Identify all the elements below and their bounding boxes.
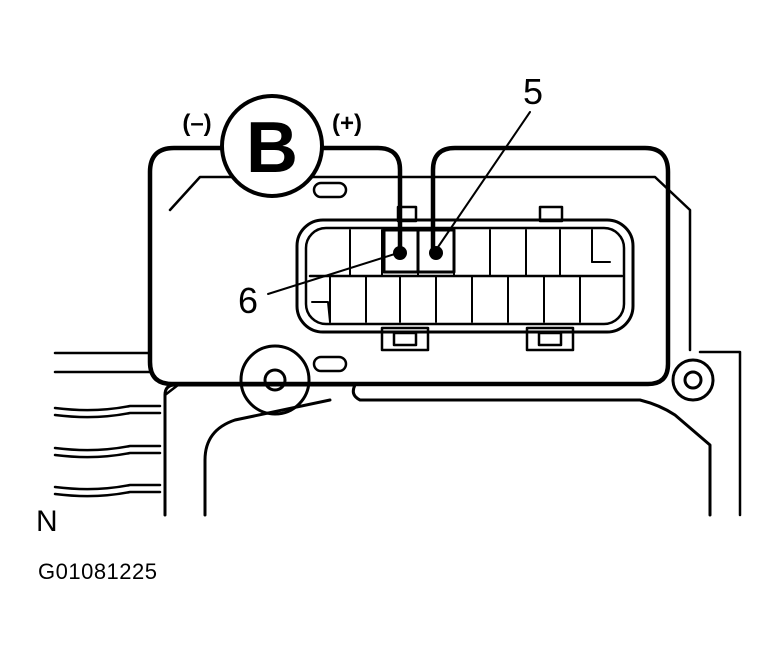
mounting-bolt-right — [671, 358, 715, 402]
ecu-housing — [163, 175, 742, 517]
negative-polarity-label: (–) — [182, 110, 211, 137]
cover-slot-upper — [312, 181, 348, 199]
mounting-bolt-left — [239, 344, 311, 416]
test-lead-negative — [147, 145, 671, 387]
positive-polarity-label: (+) — [332, 110, 362, 137]
wire-harness — [53, 351, 162, 498]
cover-slot-lower — [312, 355, 348, 373]
figure-code: G01081225 — [38, 559, 158, 584]
meter-b: B — [220, 94, 324, 198]
callout-6-leader — [267, 252, 399, 295]
terminal-5 — [416, 228, 456, 274]
callout-5-leader — [435, 111, 531, 251]
ecu-connector — [295, 205, 635, 352]
callout-5-label: 5 — [523, 71, 543, 112]
orientation-label: N — [36, 505, 58, 538]
callout-6-label: 6 — [238, 280, 258, 321]
meter-symbol: B — [246, 108, 298, 188]
